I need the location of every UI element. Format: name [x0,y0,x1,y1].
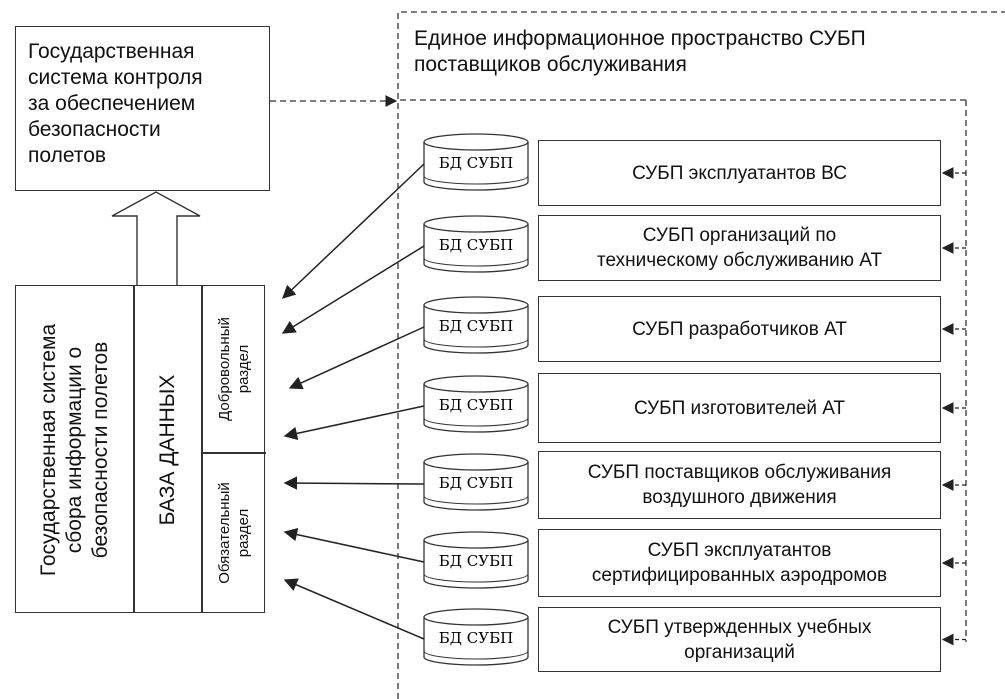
provider-label: техническому обслуживанию АТ [596,250,883,271]
provider-label: СУБП эксплуатантов ВС [632,162,847,184]
data-flow-arrow [281,245,425,334]
db-label: БД СУБП [439,154,513,172]
data-flow-arrow [283,476,425,490]
unified-space-frame [397,11,1005,699]
info-system-line: безопасности полетов [89,341,112,559]
oversight-line: за обеспечением [28,92,196,115]
database-divider [201,286,203,612]
provider-label: организаций [684,641,795,663]
provider-label: воздушного движения [642,487,837,508]
database-cylinder-icon: БД СУБП [423,296,529,354]
database-cylinder-icon: БД СУБП [423,215,529,273]
provider-box: СУБП эксплуатантов сертифицированных аэро… [538,529,941,597]
mandatory-section-label: Обязательный раздел [215,482,253,584]
database-cylinder-icon: БД СУБП [423,608,529,666]
system-divider [133,286,135,612]
data-flow-arrow [283,527,425,563]
db-label: БД СУБП [439,396,513,414]
section-divider [201,452,266,454]
oversight-line: безопасности [28,118,161,141]
space-title-line: Единое информационное пространство СУБП [414,27,866,50]
info-system-block: Государственная система сбора информации… [15,285,266,613]
info-system-label: Государственная система сбора информации… [36,324,114,576]
space-title-line: поставщиков обслуживания [414,53,687,76]
oversight-text: Государственная система контроля за обес… [28,39,203,169]
provider-box: СУБП разработчиков АТ [538,296,941,362]
data-flow-arrow [282,163,425,299]
data-flow-arrow [283,405,425,441]
oversight-line: Государственная [28,40,195,63]
oversight-line: полетов [28,144,107,167]
big-up-arrow [111,191,201,285]
provider-box: СУБП организаций по техническому обслужив… [538,215,941,281]
data-flow-arrow [283,578,425,640]
db-cylinders: БД СУБП БД СУБП БД СУБП БД СУБП БД СУБП БД СУ… [423,133,529,666]
voluntary-line: Добровольный [216,317,233,421]
database-cylinder-icon: БД СУБП [423,133,529,191]
provider-label: СУБП поставщиков обслуживания [587,462,892,483]
db-label: БД СУБП [439,552,513,570]
db-label: БД СУБП [439,474,513,492]
provider-label: СУБП изготовителей АТ [633,397,846,419]
provider-label: СУБП организаций по [642,225,837,246]
provider-label: СУБП эксплуатантов [647,540,832,561]
unified-space-title: Единое информационное пространство СУБП … [414,26,866,78]
left-arrows [281,163,425,640]
oversight-line: система контроля [28,66,203,89]
provider-box: СУБП изготовителей АТ [538,373,941,443]
db-label: БД СУБП [439,236,513,254]
info-system-line: Государственная система [37,323,60,577]
provider-label: СУБП разработчиков АТ [632,318,847,340]
provider-box: СУБП эксплуатантов ВС [538,140,941,206]
voluntary-section-label: Добровольный раздел [215,317,253,421]
db-label: БД СУБП [439,317,513,335]
provider-box: СУБП утвержденных учебных организаций [538,607,941,672]
mandatory-line: раздел [235,508,252,558]
right-arrows [941,167,966,646]
provider-label: СУБП утвержденных учебных [607,616,872,638]
database-cylinder-icon: БД СУБП [423,531,529,589]
voluntary-line: раздел [235,344,252,394]
db-label: БД СУБП [439,629,513,647]
provider-box: СУБП поставщиков обслуживания воздушного … [538,451,941,519]
data-flow-arrow [288,326,425,390]
database-label: БАЗА ДАННЫХ [156,374,179,526]
mandatory-line: Обязательный [216,482,233,584]
oversight-box: Государственная система контроля за обес… [15,26,270,191]
database-cylinder-icon: БД СУБП [423,453,529,511]
provider-label: сертифицированных аэродромов [591,565,888,586]
database-cylinder-icon: БД СУБП [423,375,529,433]
info-system-line: сбора информации о [63,346,86,554]
